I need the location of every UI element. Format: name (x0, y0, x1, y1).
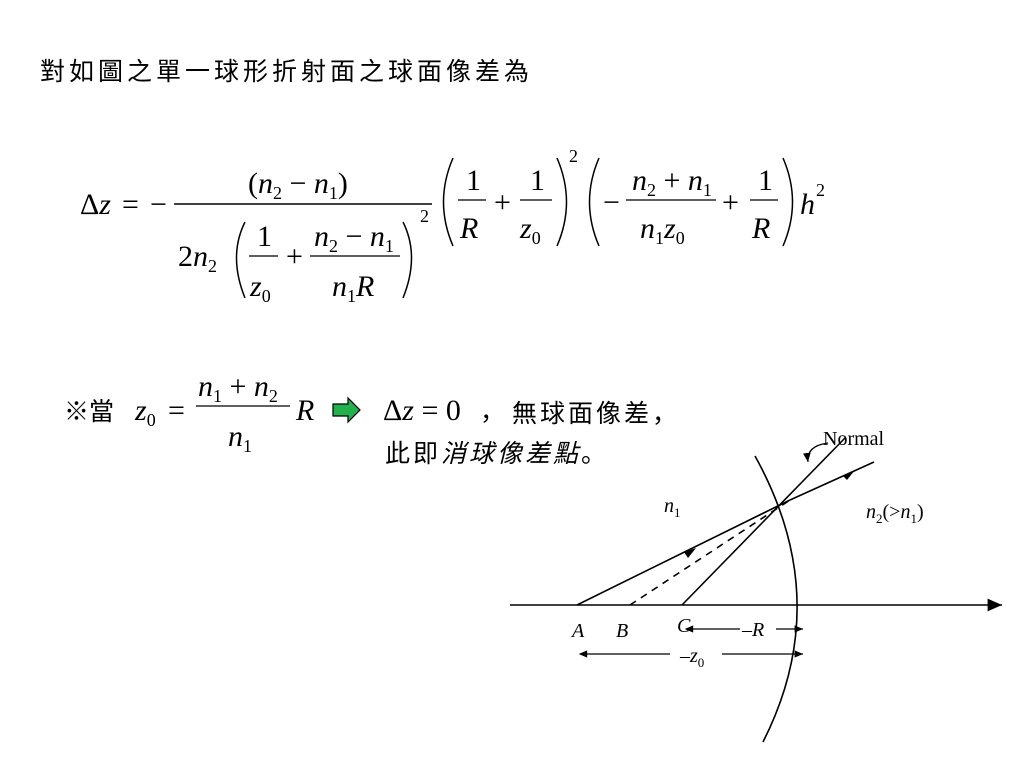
svg-text:=: = (168, 394, 185, 427)
svg-text:+: + (286, 240, 303, 273)
svg-text:n1: n1 (228, 420, 252, 456)
svg-text:n2 + n1: n2 + n1 (632, 164, 712, 200)
point-a-label: A (570, 620, 585, 642)
factor1-left-paren (442, 157, 454, 247)
svg-text:1: 1 (466, 164, 481, 197)
formula-equals: = (122, 188, 139, 221)
svg-text:2: 2 (816, 180, 825, 200)
svg-text:n1z0: n1z0 (640, 212, 685, 248)
incident-ray (576, 499, 791, 606)
svg-text:Δz = 0: Δz = 0 (383, 394, 461, 427)
implies-arrow-icon (332, 396, 361, 424)
spherical-surface (754, 455, 798, 743)
virtual-ray (629, 499, 791, 606)
svg-text:+: + (494, 186, 511, 219)
condition-text1: ， (480, 397, 505, 426)
svg-text:R: R (751, 212, 770, 245)
svg-text:1: 1 (758, 164, 773, 197)
n1-label: n1 (664, 495, 681, 520)
normal-line (681, 437, 846, 606)
svg-text:+: + (722, 186, 739, 219)
point-c-label: C (677, 615, 691, 637)
svg-text:R: R (459, 212, 478, 245)
slide-title: 對如圖之單一球形折射面之球面像差為 (40, 57, 534, 86)
formula-delta-z: Δz (80, 188, 111, 221)
svg-text:−: − (603, 186, 620, 219)
z0-label: –z0 (679, 645, 704, 670)
svg-text:2: 2 (569, 146, 578, 166)
factor2-right-paren (782, 157, 794, 247)
formula-minus: − (150, 188, 167, 221)
svg-text:n1R: n1R (332, 270, 374, 306)
formula-denom-right-paren (402, 221, 413, 299)
svg-text:R: R (295, 394, 314, 427)
n2-label: n2(>n1) (866, 501, 924, 526)
condition-no-aberration-text: 無球面像差， (512, 399, 681, 428)
radius-label: –R (741, 619, 764, 641)
svg-text:n2 − n1: n2 − n1 (314, 220, 394, 256)
svg-text:2: 2 (420, 206, 429, 226)
svg-text:1: 1 (530, 164, 545, 197)
factor1-right-paren (556, 157, 568, 247)
svg-text:h: h (800, 188, 815, 221)
formula-denom-left-paren (235, 221, 246, 299)
normal-label: Normal (823, 428, 885, 450)
point-b-label: B (616, 620, 628, 642)
formula-numerator: (n2 − n1) (248, 167, 348, 203)
condition-mark: ※當 (64, 397, 114, 426)
refracted-ray (789, 461, 875, 501)
svg-text:n1 + n2: n1 + n2 (198, 370, 278, 406)
svg-text:1: 1 (257, 220, 272, 253)
factor2-left-paren (588, 157, 600, 247)
aplanatic-point-text: 此即消球像差點。 (385, 439, 610, 468)
